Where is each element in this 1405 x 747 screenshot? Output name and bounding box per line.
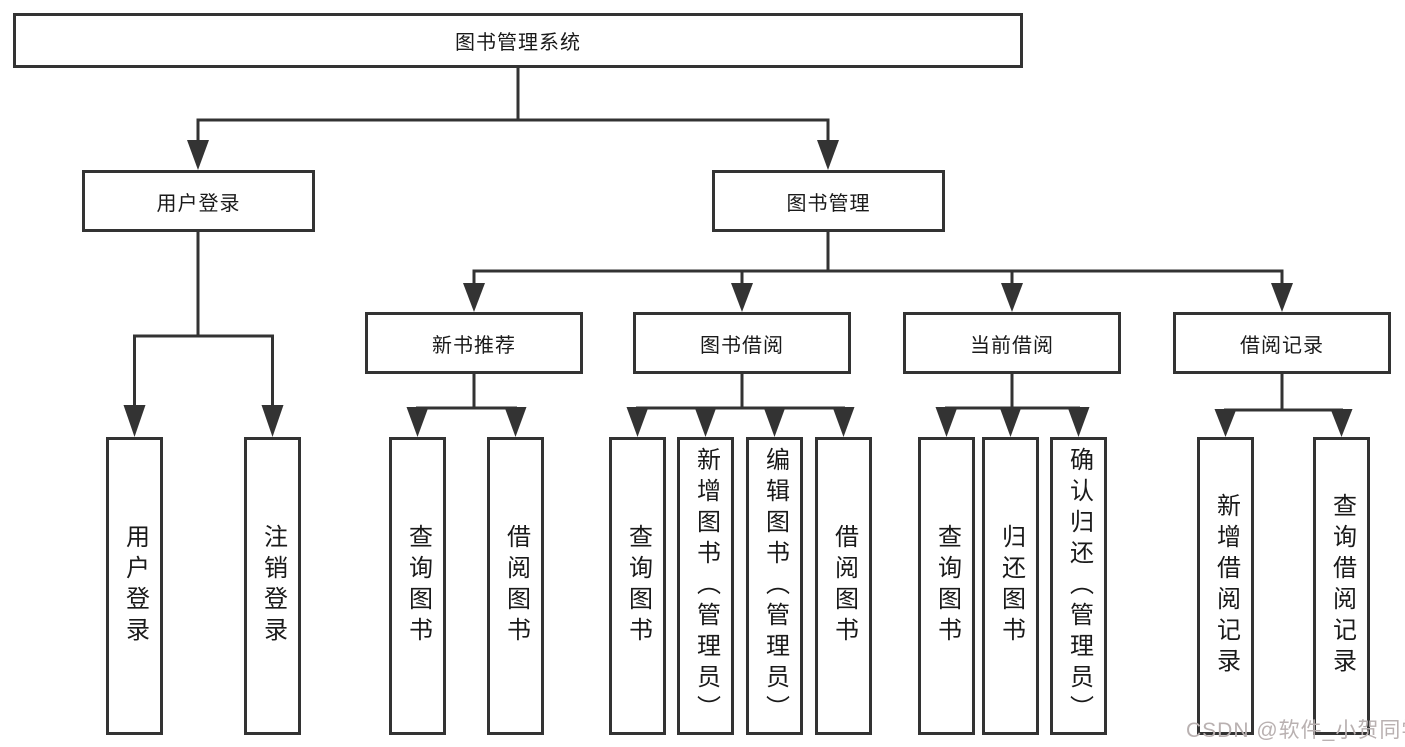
node-label: 图书借阅 (700, 334, 784, 357)
node-label: 用户登录 (121, 524, 149, 648)
node-leaf-query-books-3: 查询图书 (918, 437, 975, 735)
node-book-borrowing: 图书借阅 (633, 312, 851, 374)
node-leaf-borrow-books-2: 借阅图书 (815, 437, 872, 735)
node-label: 用户登录 (156, 192, 241, 215)
node-library-management-system: 图书管理系统 (13, 13, 1023, 68)
node-leaf-query-books-1: 查询图书 (389, 437, 446, 735)
node-book-management: 图书管理 (712, 170, 945, 232)
node-label: 借阅图书 (830, 524, 858, 648)
node-label: 注销登录 (259, 524, 287, 648)
node-leaf-confirm-return-admin: 确认归还（管理员） (1050, 437, 1107, 735)
node-user-login: 用户登录 (82, 170, 315, 232)
node-leaf-edit-books-admin: 编辑图书（管理员） (746, 437, 803, 735)
node-leaf-logout: 注销登录 (244, 437, 301, 735)
csdn-watermark: CSDN @软件_小贺同学 (1186, 719, 1405, 742)
node-label: 查询借阅记录 (1328, 493, 1356, 679)
node-current-borrowing: 当前借阅 (903, 312, 1121, 374)
node-label: 归还图书 (997, 524, 1025, 648)
node-label: 新增图书（管理员） (692, 446, 720, 726)
node-label: 查询图书 (624, 524, 652, 648)
node-label: 图书管理系统 (455, 32, 581, 54)
node-label: 新书推荐 (432, 334, 516, 357)
node-leaf-add-borrow-record: 新增借阅记录 (1197, 437, 1254, 735)
node-label: 借阅记录 (1240, 334, 1324, 357)
node-borrowing-records: 借阅记录 (1173, 312, 1391, 374)
node-label: 当前借阅 (970, 334, 1054, 357)
node-leaf-user-login: 用户登录 (106, 437, 163, 735)
node-leaf-add-books-admin: 新增图书（管理员） (677, 437, 734, 735)
node-leaf-borrow-books-1: 借阅图书 (487, 437, 544, 735)
node-new-book-recommend: 新书推荐 (365, 312, 583, 374)
node-label: 新增借阅记录 (1212, 493, 1240, 679)
node-label: 借阅图书 (502, 524, 530, 648)
node-label: 查询图书 (404, 524, 432, 648)
node-leaf-return-books: 归还图书 (982, 437, 1039, 735)
node-label: 查询图书 (933, 524, 961, 648)
node-label: 图书管理 (786, 192, 871, 215)
node-label: 编辑图书（管理员） (761, 446, 789, 726)
node-leaf-query-books-2: 查询图书 (609, 437, 666, 735)
node-label: 确认归还（管理员） (1065, 446, 1093, 726)
node-leaf-query-borrow-record: 查询借阅记录 (1313, 437, 1370, 735)
